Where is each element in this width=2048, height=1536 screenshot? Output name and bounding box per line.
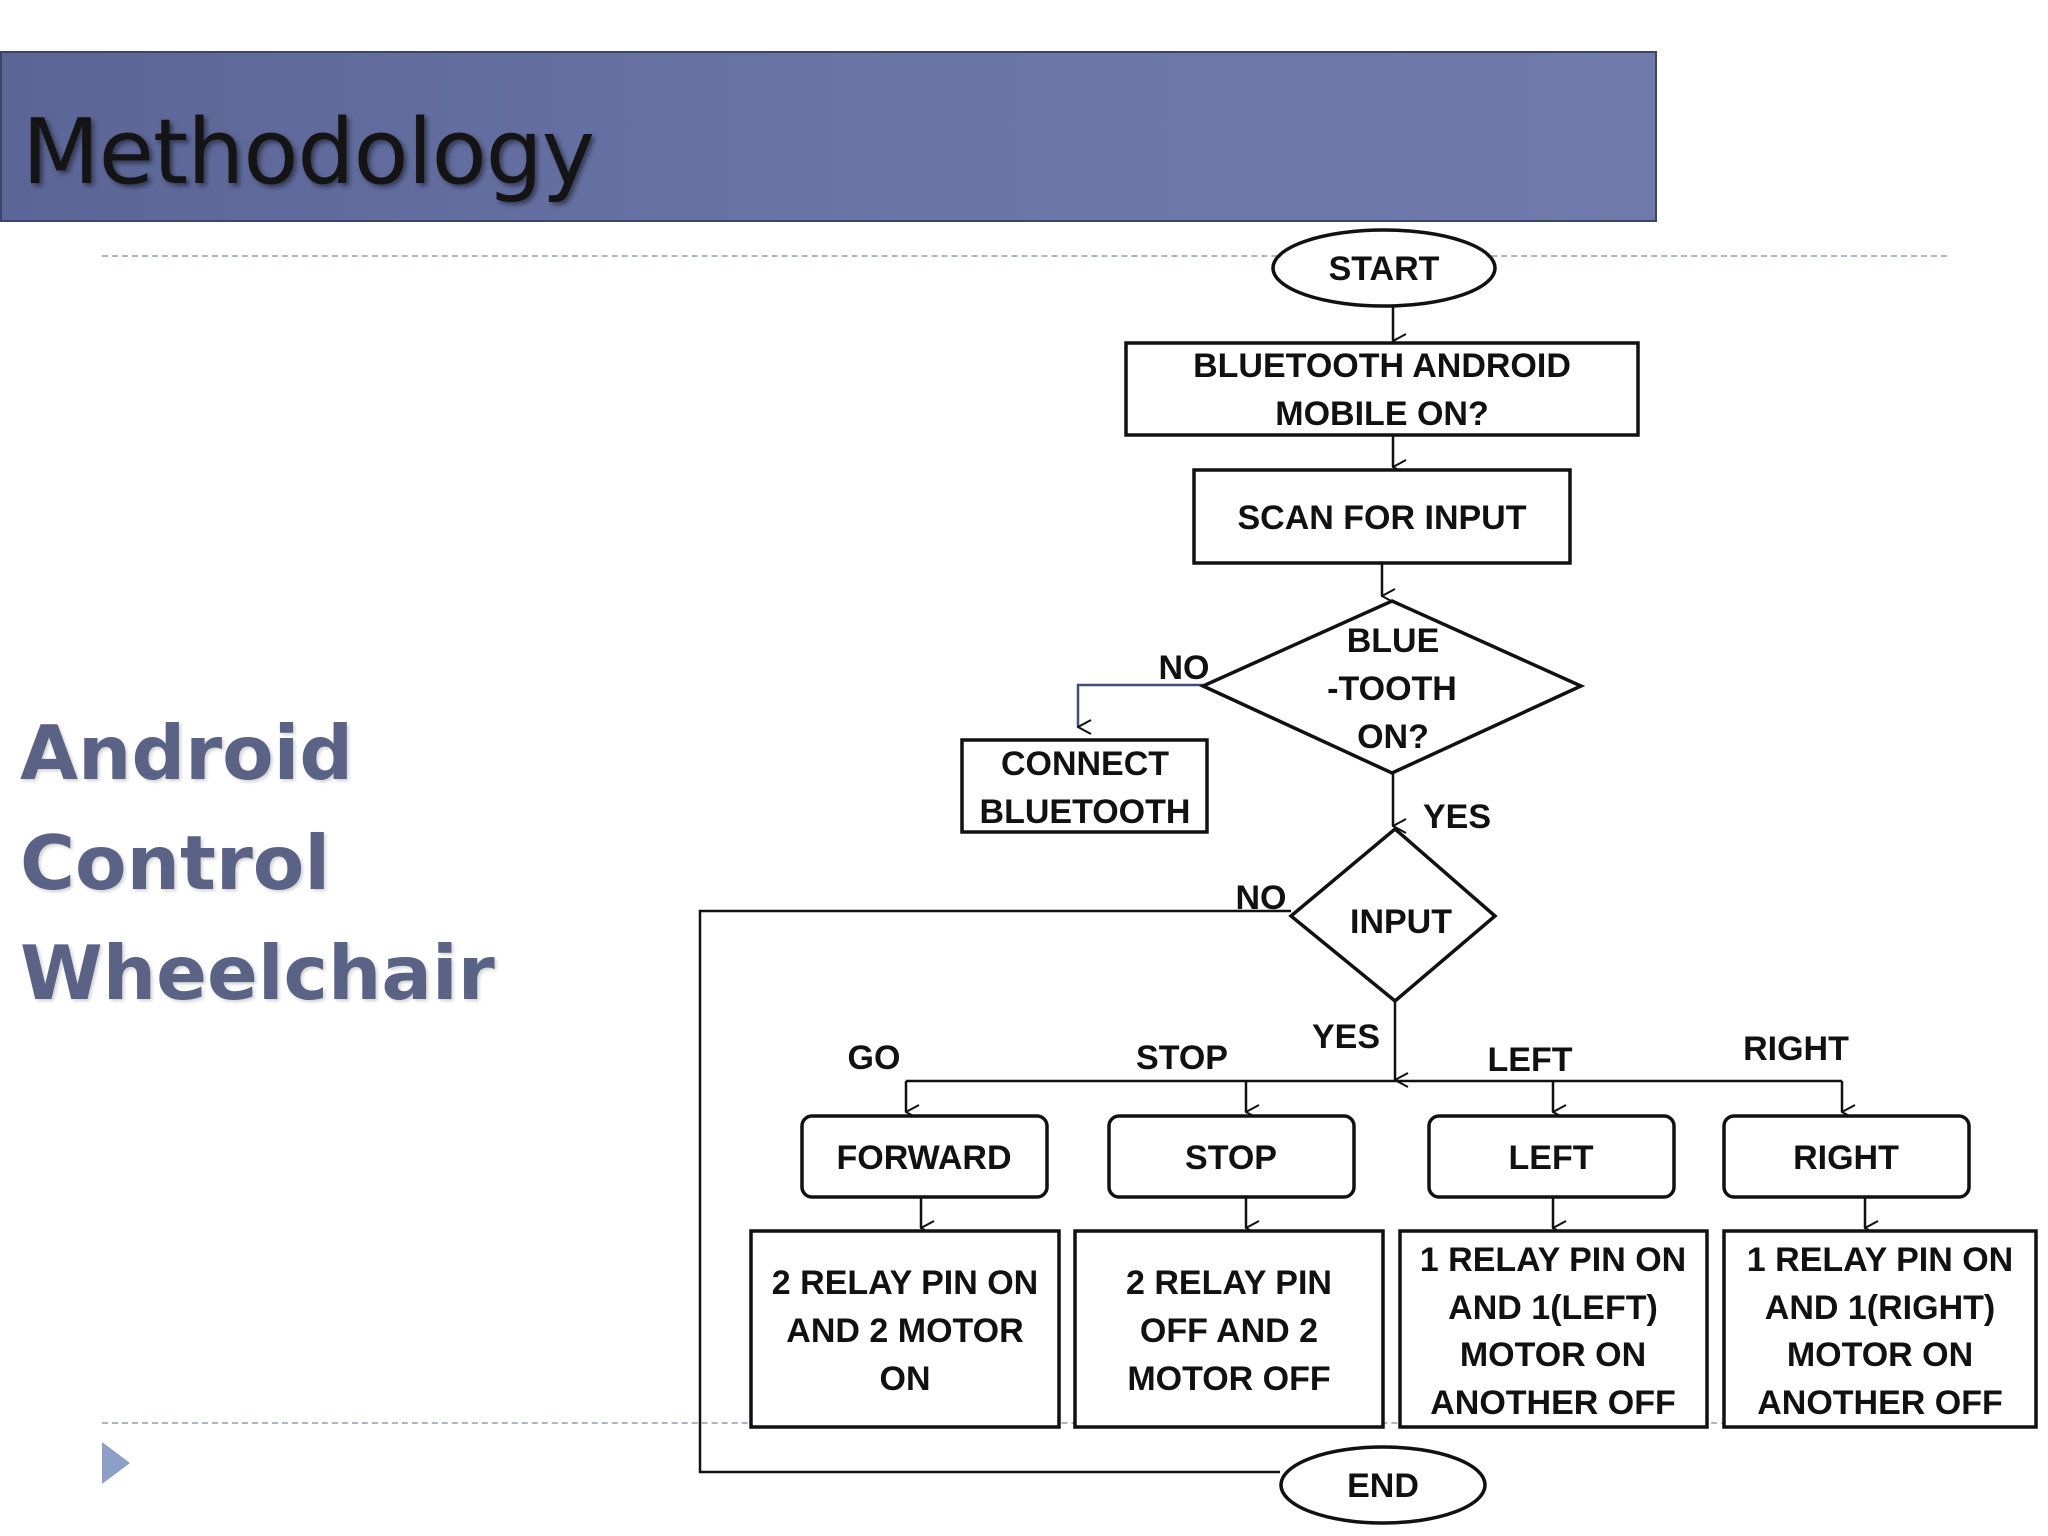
- shapes: [749, 228, 2038, 1525]
- bluetooth-decision-diamond: [1198, 599, 1586, 775]
- slide-subtitle: Android Control Wheelchair: [20, 698, 680, 1028]
- connect-line-1: CONNECT: [1001, 745, 1169, 783]
- forward-action-line-1: 2 RELAY PIN ON: [772, 1264, 1038, 1302]
- input-yes-label: YES: [1312, 1018, 1380, 1056]
- mobile-check-line-1: BLUETOOTH ANDROID: [1193, 347, 1571, 385]
- left-action-line-1: 1 RELAY PIN ON: [1420, 1241, 1686, 1279]
- right-action-line-1: 1 RELAY PIN ON: [1747, 1241, 2013, 1279]
- bt-yes-label: YES: [1423, 798, 1491, 836]
- right-action-line-2: AND 1(RIGHT): [1765, 1289, 1995, 1327]
- stop-command-box: [1107, 1114, 1356, 1199]
- slide-bullet-triangle-icon: [102, 1442, 130, 1484]
- bt-no-label: NO: [1159, 649, 1210, 687]
- title-bar: [0, 51, 1657, 222]
- bt-decision-line-1: BLUE: [1347, 622, 1440, 660]
- arrow-bt-no-to-connect: [1076, 683, 1203, 727]
- start-terminal: [1271, 228, 1497, 308]
- stop-label: STOP: [1185, 1139, 1277, 1177]
- right-action-box: [1722, 1229, 2038, 1429]
- left-action-box: [1398, 1229, 1709, 1429]
- branch-right-label: RIGHT: [1743, 1030, 1849, 1068]
- branch-left-label: LEFT: [1488, 1041, 1573, 1079]
- subtitle-line-1: Android Control: [20, 709, 354, 907]
- connect-bluetooth-box: [960, 738, 1209, 834]
- line-input-no-to-end: [698, 909, 1291, 1474]
- input-label: INPUT: [1350, 903, 1452, 941]
- slide-title: Methodology: [22, 100, 595, 205]
- right-command-box: [1722, 1114, 1971, 1199]
- labels: START BLUETOOTH ANDROID MOBILE ON? SCAN …: [772, 250, 2013, 1505]
- top-dashed-rule: [102, 255, 1947, 257]
- right-action-line-4: ANOTHER OFF: [1757, 1384, 2003, 1422]
- left-command-box: [1427, 1114, 1676, 1199]
- branch-stop-label: STOP: [1136, 1039, 1228, 1077]
- bt-decision-line-3: ON?: [1357, 718, 1429, 756]
- start-label: START: [1329, 250, 1440, 288]
- subtitle-line-2: Wheelchair: [20, 929, 495, 1017]
- connect-line-2: BLUETOOTH: [980, 793, 1191, 831]
- end-terminal: [1279, 1445, 1487, 1525]
- stop-action-box: [1073, 1229, 1385, 1429]
- connectors: [698, 307, 1865, 1474]
- left-label: LEFT: [1509, 1139, 1594, 1177]
- stop-action-line-1: 2 RELAY PIN: [1126, 1264, 1332, 1302]
- forward-action-line-3: ON: [880, 1360, 931, 1398]
- scan-box: [1192, 468, 1572, 565]
- mobile-check-line-2: MOBILE ON?: [1275, 395, 1488, 433]
- bt-decision-line-2: -TOOTH: [1327, 670, 1457, 708]
- scan-label: SCAN FOR INPUT: [1238, 499, 1527, 537]
- input-decision-diamond: [1288, 826, 1498, 1004]
- branch-go-label: GO: [848, 1039, 901, 1077]
- forward-command-box: [800, 1114, 1049, 1199]
- end-label: END: [1347, 1467, 1419, 1505]
- mobile-check-box: [1124, 341, 1640, 437]
- left-action-line-3: MOTOR ON: [1460, 1336, 1646, 1374]
- forward-action-box: [749, 1229, 1061, 1429]
- forward-label: FORWARD: [836, 1139, 1011, 1177]
- stop-action-line-3: MOTOR OFF: [1127, 1360, 1330, 1398]
- input-no-label: NO: [1236, 879, 1287, 917]
- right-action-line-3: MOTOR ON: [1787, 1336, 1973, 1374]
- stop-action-line-2: OFF AND 2: [1140, 1312, 1318, 1350]
- forward-action-line-2: AND 2 MOTOR: [786, 1312, 1023, 1350]
- left-action-line-4: ANOTHER OFF: [1430, 1384, 1676, 1422]
- left-action-line-2: AND 1(LEFT): [1448, 1289, 1658, 1327]
- right-label: RIGHT: [1793, 1139, 1899, 1177]
